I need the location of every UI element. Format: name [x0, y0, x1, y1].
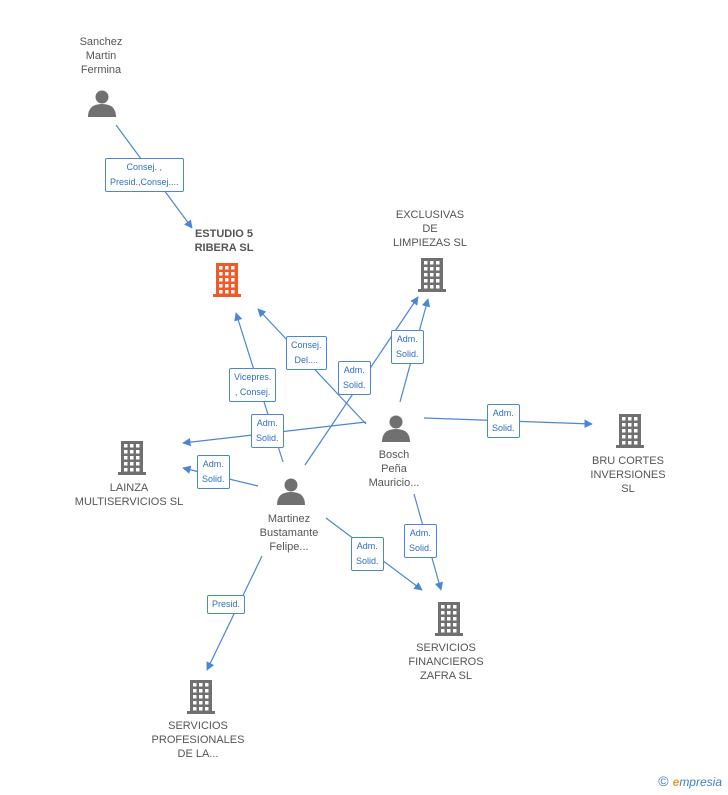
- edge-label-line: Del....: [294, 355, 319, 365]
- edge-label-line: Solid.: [256, 433, 279, 443]
- building-icon: [187, 680, 215, 714]
- node-label-line: Bosch: [378, 449, 410, 461]
- node-label-line: ZAFRA SL: [420, 670, 472, 682]
- person-icon: [88, 90, 116, 117]
- node-estudio5[interactable]: [213, 263, 241, 297]
- edge-label-bosch-to-bru[interactable]: Adm. Solid.: [487, 404, 520, 438]
- node-financieros[interactable]: [435, 602, 463, 636]
- icon-layer: [88, 90, 644, 714]
- edge-label-martinez-to-estudio5[interactable]: Vicepres. , Consej.: [229, 368, 277, 402]
- node-martinez[interactable]: [277, 478, 305, 506]
- node-label-line: INVERSIONES: [590, 469, 666, 481]
- node-label-line: RIBERA SL: [194, 242, 254, 254]
- copyright-symbol: ©: [658, 773, 669, 789]
- node-label-line: PROFESIONALES: [151, 734, 245, 746]
- node-label-line: SL: [621, 483, 635, 495]
- node-label-line: SERVICIOS: [416, 642, 476, 654]
- node-label-line: FINANCIEROS: [408, 656, 484, 668]
- edge-label-martinez-to-profesionales[interactable]: Presid.: [207, 595, 246, 614]
- node-exclusivas[interactable]: [418, 258, 446, 292]
- node-bru[interactable]: [616, 414, 644, 448]
- person-icon: [382, 415, 410, 442]
- person-icon: [277, 478, 305, 505]
- edge-label-line: Adm.: [396, 334, 418, 344]
- building-icon: [616, 414, 644, 448]
- edge-label-martinez-to-exclusivas[interactable]: Adm. Solid.: [338, 361, 371, 395]
- building-icon: [213, 263, 241, 297]
- node-label-lainza[interactable]: LAINZA MULTISERVICIOS SL: [75, 481, 183, 509]
- edge-label-line: , Consej.: [234, 387, 271, 397]
- edge-label-martinez-to-lainza[interactable]: Adm. Solid.: [197, 455, 230, 489]
- node-label-line: Peña: [381, 463, 407, 475]
- edge-label-bosch-to-exclusivas[interactable]: Adm. Solid.: [391, 330, 424, 364]
- edge-label-line: Solid.: [409, 543, 432, 553]
- edge-label-line: Consej. ,: [126, 162, 163, 172]
- brand-name: mpresia: [679, 775, 722, 789]
- node-label-line: EXCLUSIVAS: [395, 209, 465, 221]
- node-sanchez[interactable]: [88, 90, 116, 118]
- node-label-line: DE LA...: [177, 748, 219, 760]
- node-label-line: Felipe...: [269, 541, 309, 553]
- node-label-financieros[interactable]: SERVICIOS FINANCIEROS ZAFRA SL: [408, 641, 483, 683]
- edge-label-line: Presid.,Consej....: [110, 177, 179, 187]
- edge-label-line: Consej.: [291, 340, 322, 350]
- node-bosch[interactable]: [382, 415, 410, 443]
- copyright-brand[interactable]: ©empresia: [658, 773, 722, 789]
- edge-label-line: Adm.: [256, 418, 278, 428]
- edge-label-martinez-to-financieros[interactable]: Adm. Solid.: [351, 537, 384, 571]
- node-label-line: LAINZA: [109, 482, 149, 494]
- edge-label-line: Adm.: [492, 408, 514, 418]
- node-label-profesionales[interactable]: SERVICIOS PROFESIONALES DE LA...: [152, 719, 245, 761]
- node-label-line: ESTUDIO 5: [194, 228, 254, 240]
- node-label-line: Bustamante: [259, 527, 319, 539]
- node-profesionales[interactable]: [187, 680, 215, 714]
- edge-label-sanchez-to-estudio5[interactable]: Consej. , Presid.,Consej....: [105, 158, 184, 192]
- edge-label-bosch-to-financieros[interactable]: Adm. Solid.: [404, 524, 437, 558]
- edge-label-line: Adm.: [409, 528, 431, 538]
- node-label-line: LIMPIEZAS SL: [393, 237, 467, 249]
- node-label-line: Sanchez: [79, 36, 123, 48]
- building-icon: [118, 441, 146, 475]
- node-label-line: BRU CORTES: [592, 455, 664, 467]
- edge-label-line: Solid.: [492, 423, 515, 433]
- edge-label-line: Solid.: [343, 380, 366, 390]
- building-icon: [418, 258, 446, 292]
- edge-label-line: Adm.: [202, 459, 224, 469]
- edge-label-line: Solid.: [202, 474, 225, 484]
- node-label-line: Martinez: [267, 513, 311, 525]
- brand-initial: e: [672, 775, 680, 789]
- node-label-exclusivas[interactable]: EXCLUSIVAS DE LIMPIEZAS SL: [393, 208, 467, 250]
- node-label-line: SERVICIOS: [168, 720, 228, 732]
- edge-label-bosch-to-lainza[interactable]: Adm. Solid.: [251, 414, 284, 448]
- edge-label-line: Adm.: [356, 541, 378, 551]
- node-label-line: Mauricio...: [368, 477, 420, 489]
- edge-label-bosch-to-estudio5[interactable]: Consej. Del....: [286, 336, 327, 370]
- edge-label-line: Vicepres.: [234, 372, 272, 382]
- node-label-estudio5[interactable]: ESTUDIO 5 RIBERA SL: [195, 227, 254, 255]
- edge-layer: [115, 124, 593, 671]
- edge-label-line: Solid.: [356, 556, 379, 566]
- node-label-line: MULTISERVICIOS SL: [74, 496, 184, 508]
- edge-label-line: Solid.: [396, 349, 419, 359]
- node-lainza[interactable]: [118, 441, 146, 475]
- edge-label-line: Presid.: [212, 599, 241, 609]
- building-icon: [435, 602, 463, 636]
- node-label-line: DE: [422, 223, 438, 235]
- node-label-line: Martin: [85, 50, 117, 62]
- node-label-line: Fermina: [80, 64, 122, 76]
- edge-label-line: Adm.: [343, 365, 365, 375]
- node-label-bru[interactable]: BRU CORTES INVERSIONES SL: [590, 454, 665, 496]
